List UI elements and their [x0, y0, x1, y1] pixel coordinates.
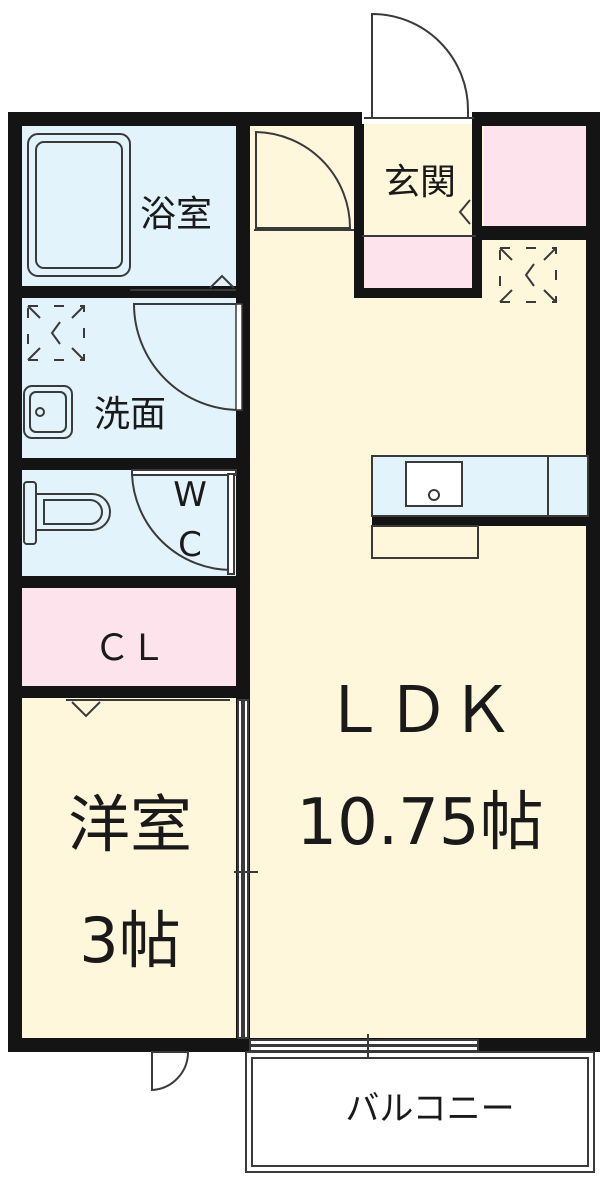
western-outside-door — [151, 1051, 190, 1092]
bath-label: 浴室 — [140, 194, 212, 235]
closet-floor — [20, 588, 240, 690]
kitchen-cabinet — [371, 525, 479, 559]
balcony-label: バルコニー — [345, 1089, 514, 1129]
entrance-floor — [360, 124, 478, 234]
wc-label-w: W — [173, 475, 207, 515]
closet-label: ＣＬ — [94, 628, 166, 669]
washbasin-icon — [23, 385, 73, 439]
western-room-size-label: 3帖 — [79, 904, 180, 977]
western-room-name-label: 洋室 — [68, 788, 192, 861]
entrance-step — [362, 236, 476, 292]
washroom-label: 洗面 — [94, 394, 166, 435]
entrance-inner-door — [254, 130, 354, 231]
entrance-label: 玄関 — [384, 162, 456, 203]
kitchen-counter — [371, 455, 589, 517]
western-room-door — [66, 699, 230, 718]
wc-label-c: C — [178, 525, 202, 565]
washroom-door-leaf — [235, 303, 243, 411]
balcony-window — [249, 1034, 479, 1058]
toilet-icon — [23, 481, 111, 545]
shoe-storage — [484, 124, 588, 228]
sliding-door-ldk — [234, 699, 258, 1039]
refrigerator-space-icon — [499, 247, 557, 303]
ldk-size-label: 10.75帖 — [296, 786, 543, 860]
entrance-marker — [458, 199, 471, 225]
washing-machine-space-icon — [27, 305, 85, 361]
bath-door — [130, 274, 236, 291]
bathtub — [27, 133, 131, 277]
front-door — [364, 12, 474, 119]
washroom-door-swing — [132, 303, 241, 412]
western-room-floor — [20, 696, 240, 1038]
wc-door — [131, 469, 237, 575]
ldk-name-label: ＬＤＫ — [322, 674, 514, 748]
